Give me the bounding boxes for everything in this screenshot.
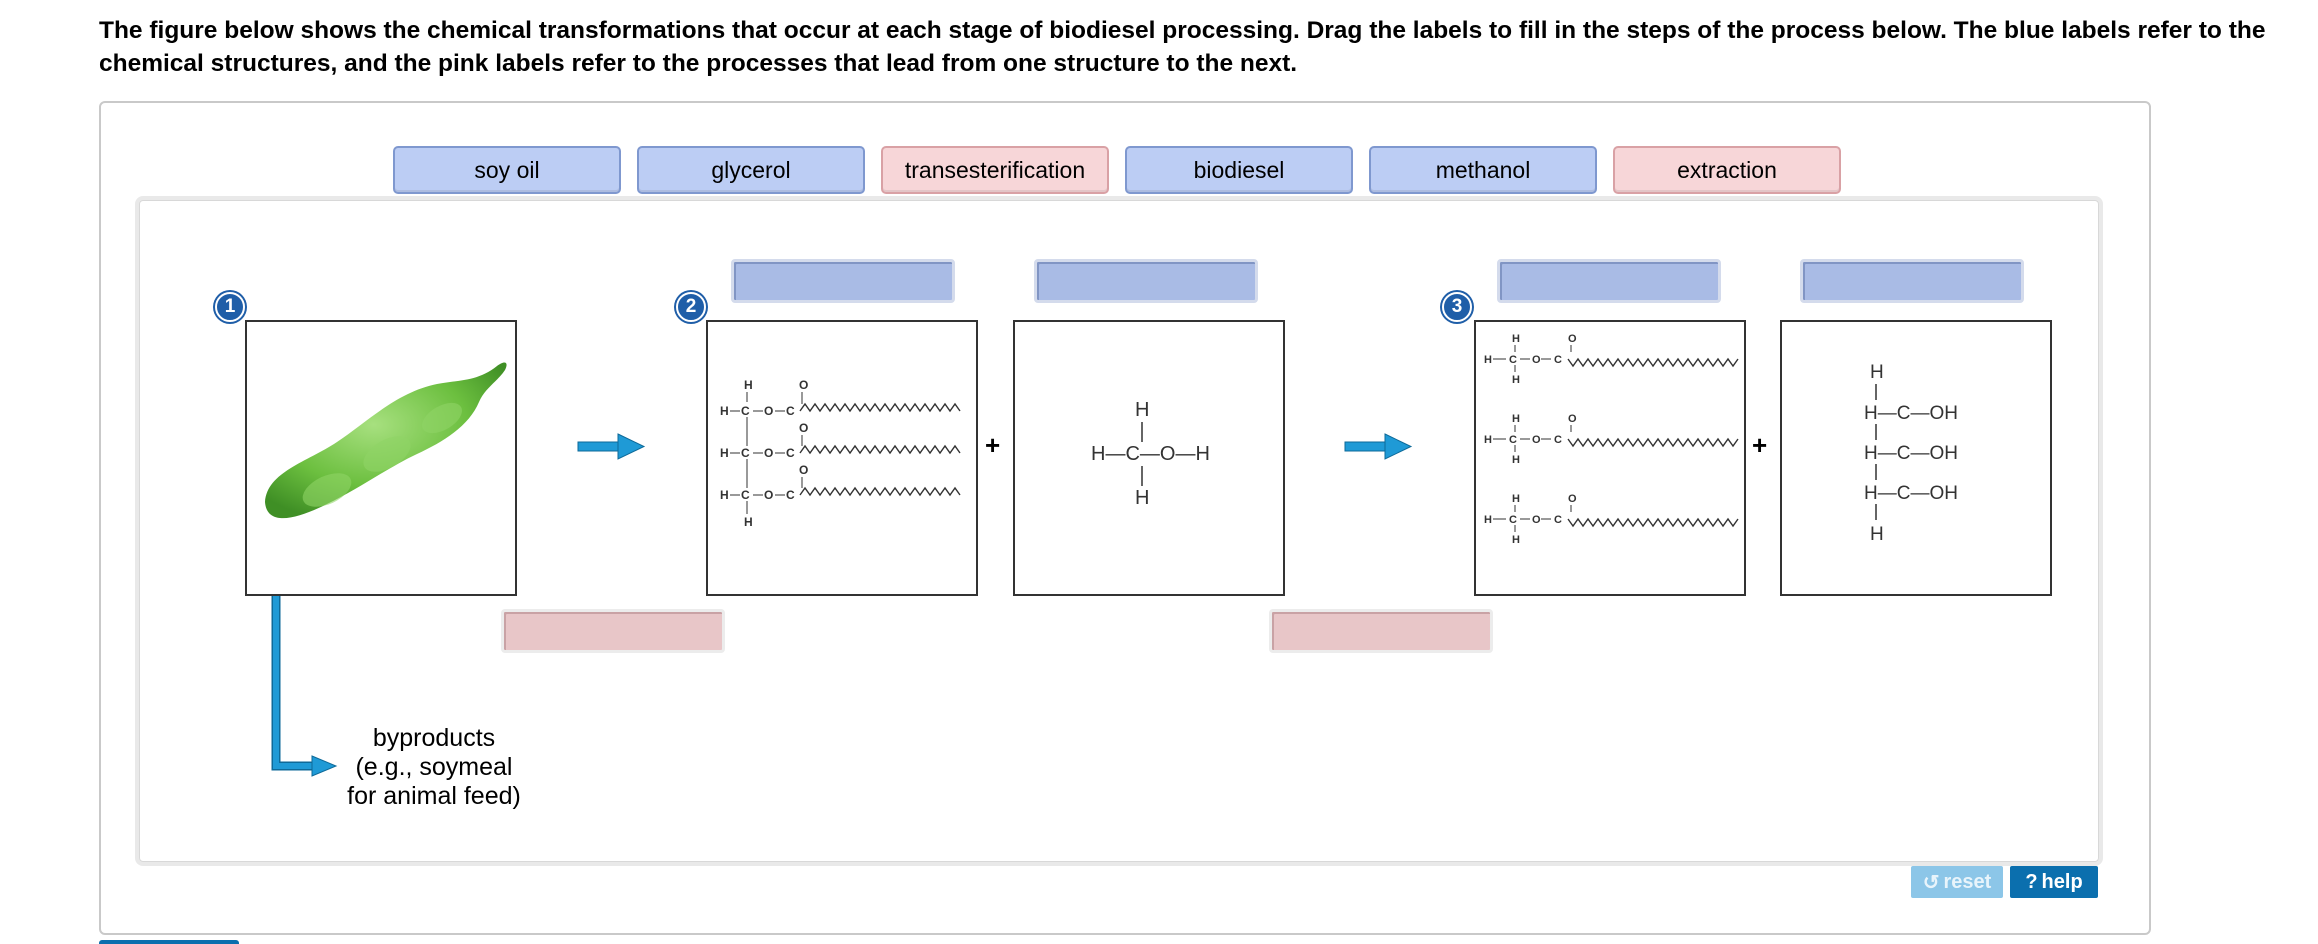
svg-text:H: H (1484, 434, 1492, 446)
svg-text:O: O (1532, 514, 1541, 526)
arrow-step-2 (1344, 433, 1413, 460)
svg-text:H: H (1512, 333, 1520, 345)
soybean-box (245, 320, 517, 596)
svg-text:O: O (799, 463, 808, 477)
svg-text:C: C (786, 488, 795, 502)
drop-target-structure-3a[interactable] (1497, 259, 1721, 303)
triglyceride-structure: H H C O C O H C O C O H C (720, 378, 961, 529)
svg-text:H: H (1135, 487, 1149, 509)
svg-text:C: C (741, 404, 750, 418)
svg-text:H: H (1512, 493, 1520, 505)
undo-icon: ↺ (1922, 871, 1940, 894)
drop-target-structure-2b[interactable] (1034, 259, 1258, 303)
svg-text:H: H (744, 515, 753, 529)
drop-target-process-1[interactable] (501, 609, 725, 653)
svg-text:H: H (720, 446, 729, 460)
svg-text:O: O (1568, 413, 1577, 425)
step-3-badge: 3 (1442, 292, 1472, 322)
svg-text:C: C (786, 446, 795, 460)
label-biodiesel[interactable]: biodiesel (1125, 146, 1353, 194)
step-2-badge: 2 (676, 292, 706, 322)
svg-text:O: O (1532, 354, 1541, 366)
svg-text:H: H (1512, 454, 1520, 466)
svg-text:C: C (1509, 514, 1517, 526)
glycerol-box: H H—C—OH H—C—OH H—C—OH H (1780, 320, 2052, 596)
arrow-step-1 (577, 433, 646, 460)
svg-text:O: O (1568, 493, 1577, 505)
svg-text:H: H (720, 404, 729, 418)
drop-target-process-2[interactable] (1269, 609, 1493, 653)
help-button[interactable]: ? help (2010, 866, 2098, 898)
label-methanol[interactable]: methanol (1369, 146, 1597, 194)
question-icon: ? (2025, 870, 2038, 893)
label-glycerol[interactable]: glycerol (637, 146, 865, 194)
svg-text:H: H (1512, 534, 1520, 546)
svg-text:C: C (1509, 434, 1517, 446)
svg-text:H: H (1512, 413, 1520, 425)
drop-target-structure-2a[interactable] (731, 259, 955, 303)
svg-text:C: C (1509, 354, 1517, 366)
svg-text:H: H (1484, 514, 1492, 526)
svg-text:C: C (786, 404, 795, 418)
byproducts-arrow (271, 596, 338, 777)
svg-text:O: O (1568, 333, 1577, 345)
svg-text:H: H (1484, 354, 1492, 366)
byproducts-caption: byproducts (e.g., soymeal for animal fee… (347, 724, 521, 810)
svg-text:O: O (764, 446, 773, 460)
methanol-structure: H H—C—O—H H (1091, 399, 1210, 509)
svg-text:O: O (764, 488, 773, 502)
svg-text:H: H (1512, 374, 1520, 386)
label-extraction[interactable]: extraction (1613, 146, 1841, 194)
svg-text:C: C (1554, 514, 1562, 526)
svg-text:H: H (744, 378, 753, 392)
svg-text:O: O (799, 421, 808, 435)
label-transesterification[interactable]: transesterification (881, 146, 1109, 194)
bottom-tab-edge (99, 940, 239, 944)
svg-text:O: O (764, 404, 773, 418)
svg-text:O: O (1532, 434, 1541, 446)
svg-text:C: C (741, 488, 750, 502)
step-1-badge: 1 (215, 292, 245, 322)
biodiesel-box: H H C O C O H H H C O C O (1474, 320, 1746, 596)
glycerol-structure: H H—C—OH H—C—OH H—C—OH H (1864, 362, 1958, 545)
svg-text:H—C—OH: H—C—OH (1864, 443, 1958, 464)
biodiesel-structure: H H C O C O H H H C O C O (1484, 333, 1739, 546)
label-soy-oil[interactable]: soy oil (393, 146, 621, 194)
svg-text:H—C—O—H: H—C—O—H (1091, 443, 1210, 465)
svg-text:H: H (1870, 362, 1884, 383)
methanol-box: H H—C—O—H H (1013, 320, 1285, 596)
svg-text:C: C (1554, 354, 1562, 366)
plus-sign-1: + (985, 430, 1001, 460)
svg-text:C: C (741, 446, 750, 460)
triglyceride-box: H H C O C O H C O C O H C (706, 320, 978, 596)
svg-text:O: O (799, 378, 808, 392)
instructions-text: The figure below shows the chemical tran… (99, 17, 2266, 77)
svg-text:H—C—OH: H—C—OH (1864, 403, 1958, 424)
svg-text:H: H (1135, 399, 1149, 421)
svg-text:H: H (720, 488, 729, 502)
svg-text:H—C—OH: H—C—OH (1864, 483, 1958, 504)
svg-text:H: H (1870, 524, 1884, 545)
drop-target-structure-3b[interactable] (1800, 259, 2024, 303)
soybean-pod-image (265, 362, 507, 519)
plus-sign-2: + (1752, 430, 1768, 460)
reset-button[interactable]: ↺ reset (1911, 866, 2003, 898)
svg-text:C: C (1554, 434, 1562, 446)
